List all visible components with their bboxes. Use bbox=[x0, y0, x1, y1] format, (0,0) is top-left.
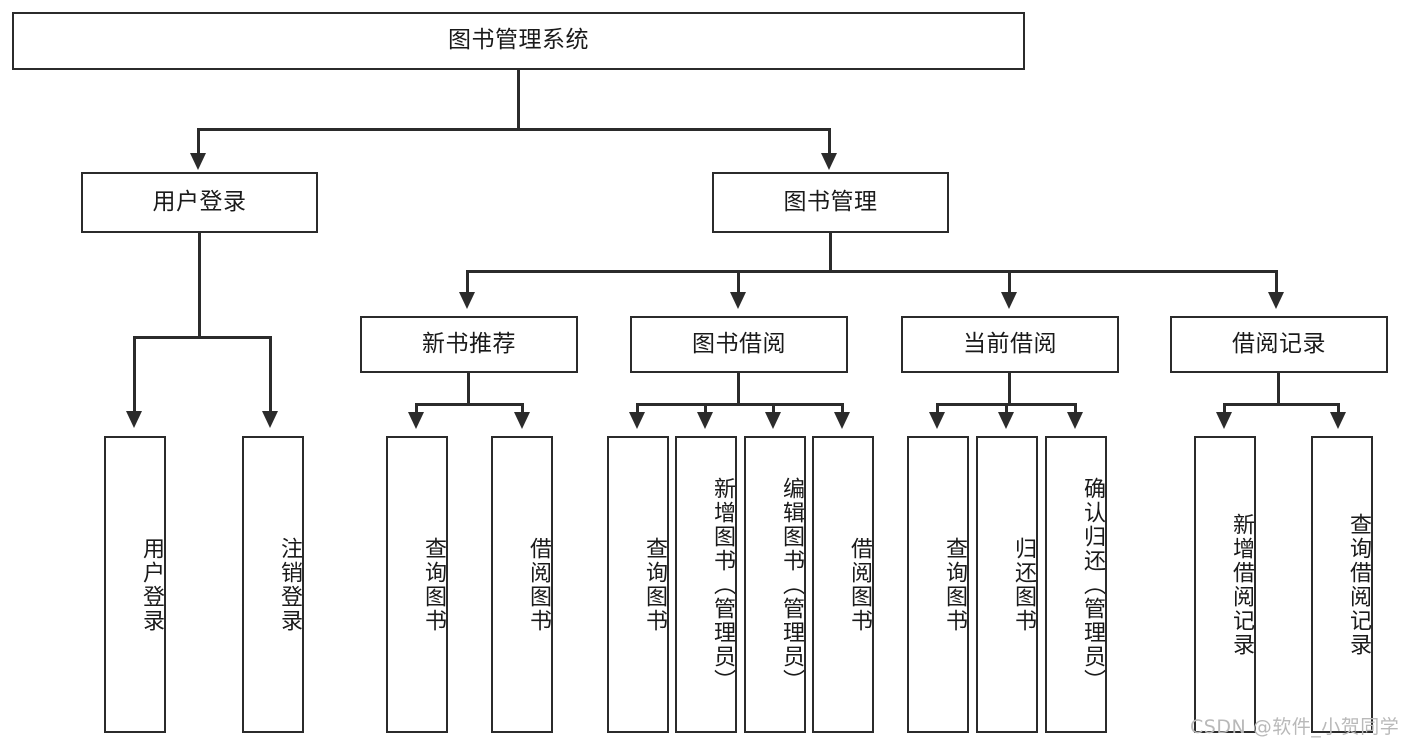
arrowhead-leaf-user-login bbox=[126, 411, 142, 428]
node-leaf-query-book-2: 查询图书 bbox=[607, 436, 669, 733]
node-leaf-add-book: 新增图书（管理员） bbox=[675, 436, 737, 733]
node-new-book-recommend: 新书推荐 bbox=[360, 316, 578, 373]
arrowhead-leaf-edit-book bbox=[765, 412, 781, 429]
edge-user-login-drop-1 bbox=[133, 336, 136, 414]
edge-book-manage-stem bbox=[829, 233, 832, 270]
edge-recommend-bus bbox=[415, 403, 522, 406]
arrowhead-leaf-logout-login bbox=[262, 411, 278, 428]
edge-record-bus bbox=[1223, 403, 1340, 406]
arrowhead-borrow-record bbox=[1268, 292, 1284, 309]
node-leaf-return-book: 归还图书 bbox=[976, 436, 1038, 733]
edge-record-drop-2 bbox=[1337, 403, 1340, 415]
edge-borrow-drop-3 bbox=[772, 403, 775, 415]
node-user-login: 用户登录 bbox=[81, 172, 318, 233]
arrowhead-user-login bbox=[190, 153, 206, 170]
node-book-manage: 图书管理 bbox=[712, 172, 949, 233]
node-leaf-add-record: 新增借阅记录 bbox=[1194, 436, 1256, 733]
edge-user-login-bus bbox=[133, 336, 270, 339]
node-leaf-confirm-return: 确认归还（管理员） bbox=[1045, 436, 1107, 733]
node-leaf-borrow-book-2: 借阅图书 bbox=[812, 436, 874, 733]
edge-current-stem bbox=[1008, 373, 1011, 403]
edge-borrow-stem bbox=[737, 373, 740, 403]
edge-user-login-drop-2 bbox=[269, 336, 272, 414]
arrowhead-book-manage bbox=[821, 153, 837, 170]
edge-bm-drop-current bbox=[1008, 270, 1011, 295]
edge-recommend-stem bbox=[467, 373, 470, 403]
edge-borrow-drop-2 bbox=[704, 403, 707, 415]
arrowhead-leaf-query-record bbox=[1330, 412, 1346, 429]
arrowhead-leaf-query-book-3 bbox=[929, 412, 945, 429]
node-leaf-user-login: 用户登录 bbox=[104, 436, 166, 733]
node-leaf-query-record: 查询借阅记录 bbox=[1311, 436, 1373, 733]
csdn-watermark: CSDN @软件_小贺同学 bbox=[1190, 716, 1400, 738]
edge-root-to-book-manage bbox=[828, 128, 831, 156]
edge-borrow-drop-1 bbox=[636, 403, 639, 415]
edge-root-to-user-login bbox=[197, 128, 200, 156]
node-leaf-edit-book: 编辑图书（管理员） bbox=[744, 436, 806, 733]
edge-recommend-drop-1 bbox=[415, 403, 418, 415]
edge-root-stem bbox=[517, 70, 520, 128]
node-leaf-query-book-1: 查询图书 bbox=[386, 436, 448, 733]
arrowhead-leaf-confirm-return bbox=[1067, 412, 1083, 429]
edge-record-drop-1 bbox=[1223, 403, 1226, 415]
arrowhead-leaf-query-book-2 bbox=[629, 412, 645, 429]
arrowhead-leaf-borrow-book-2 bbox=[834, 412, 850, 429]
node-current-borrow: 当前借阅 bbox=[901, 316, 1119, 373]
edge-current-drop-3 bbox=[1074, 403, 1077, 415]
edge-book-manage-bus bbox=[466, 270, 1278, 273]
edge-bm-drop-record bbox=[1275, 270, 1278, 295]
node-leaf-query-book-3: 查询图书 bbox=[907, 436, 969, 733]
edge-current-drop-1 bbox=[936, 403, 939, 415]
arrowhead-leaf-query-book-1 bbox=[408, 412, 424, 429]
edge-current-drop-2 bbox=[1005, 403, 1008, 415]
node-borrow-record: 借阅记录 bbox=[1170, 316, 1388, 373]
node-leaf-logout-login: 注销登录 bbox=[242, 436, 304, 733]
node-leaf-borrow-book-1: 借阅图书 bbox=[491, 436, 553, 733]
edge-borrow-drop-4 bbox=[841, 403, 844, 415]
edge-user-login-stem bbox=[198, 233, 201, 336]
arrowhead-book-borrow bbox=[730, 292, 746, 309]
edge-bm-drop-recommend bbox=[466, 270, 469, 295]
edge-bm-drop-borrow bbox=[737, 270, 740, 295]
arrowhead-new-book-recommend bbox=[459, 292, 475, 309]
arrowhead-current-borrow bbox=[1001, 292, 1017, 309]
edge-root-bus bbox=[197, 128, 831, 131]
node-root-system: 图书管理系统 bbox=[12, 12, 1025, 70]
node-book-borrow: 图书借阅 bbox=[630, 316, 848, 373]
edge-record-stem bbox=[1277, 373, 1280, 403]
arrowhead-leaf-add-record bbox=[1216, 412, 1232, 429]
edge-borrow-bus bbox=[636, 403, 844, 406]
edge-recommend-drop-2 bbox=[521, 403, 524, 415]
arrowhead-leaf-add-book bbox=[697, 412, 713, 429]
arrowhead-leaf-borrow-book-1 bbox=[514, 412, 530, 429]
arrowhead-leaf-return-book bbox=[998, 412, 1014, 429]
